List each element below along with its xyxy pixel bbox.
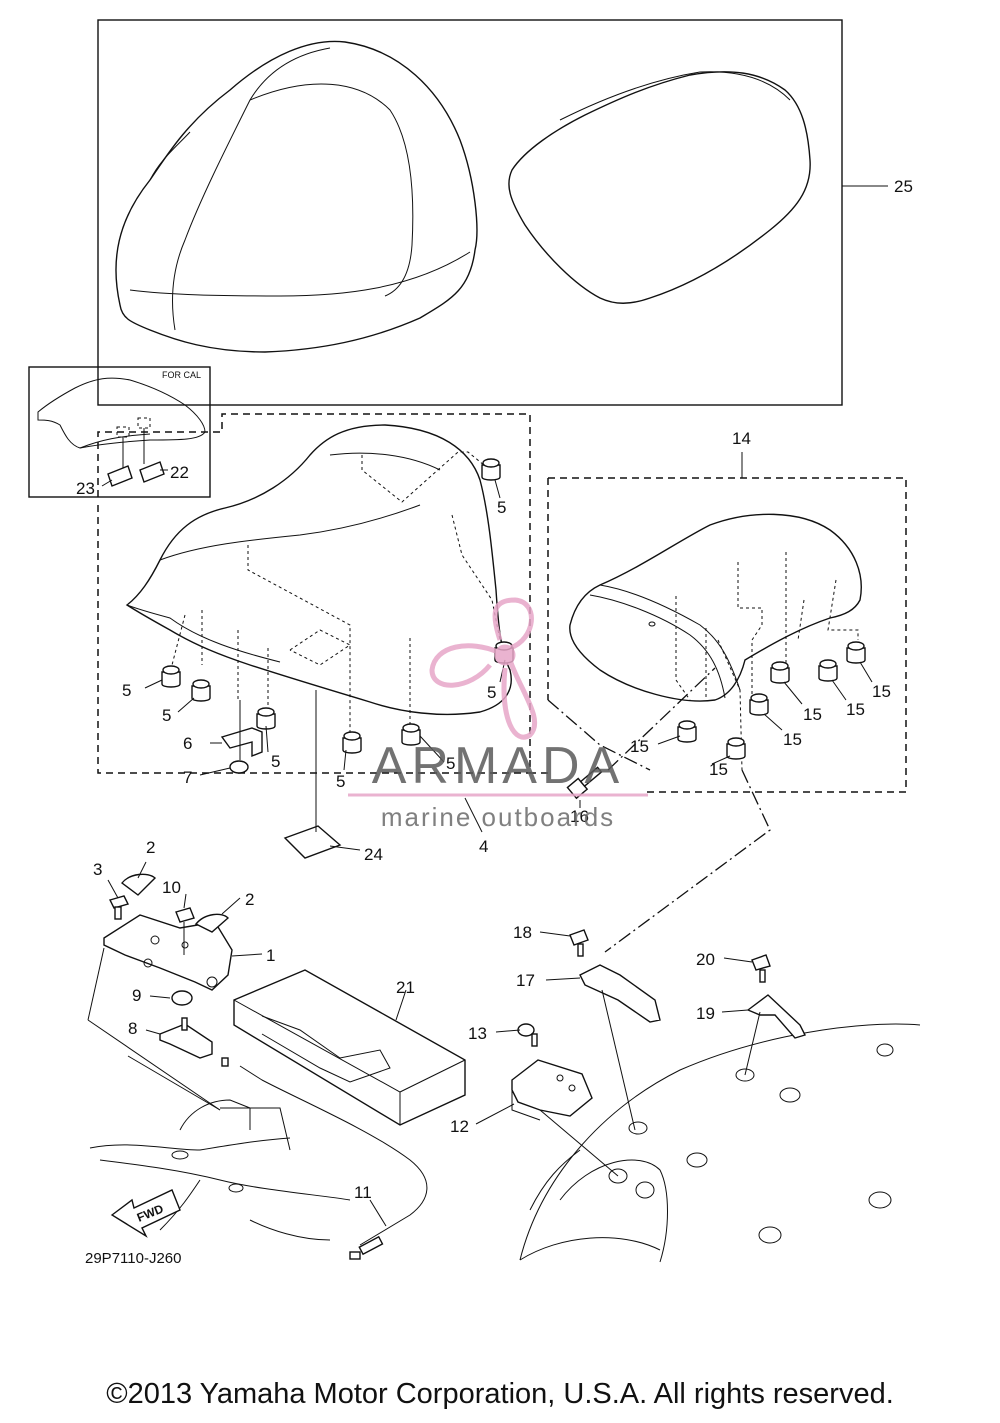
callout-15-b: 15	[846, 700, 865, 719]
bolt-18	[569, 929, 589, 957]
grommet-15-e	[677, 720, 697, 743]
bracket-8	[159, 1023, 213, 1059]
grommet-15-f	[726, 737, 746, 760]
copyright-notice: ©2013 Yamaha Motor Corporation, U.S.A. A…	[106, 1378, 894, 1410]
grommet-15-a	[846, 641, 866, 664]
callout-7: 7	[183, 768, 192, 787]
callout-16: 16	[570, 807, 589, 826]
nut-5-d	[256, 707, 276, 730]
callout-6: 6	[183, 734, 192, 753]
washer-9	[171, 990, 193, 1006]
watermark-brand: ARMADA	[372, 737, 624, 795]
bracket-12	[511, 1059, 593, 1117]
propeller-logo-icon	[429, 597, 538, 740]
callout-4: 4	[479, 837, 488, 856]
nut-5-c	[191, 679, 211, 702]
nut-5-a	[481, 458, 501, 481]
callout-15-a: 15	[872, 682, 891, 701]
callout-5-b: 5	[122, 681, 131, 700]
fwd-arrow-icon	[110, 1189, 181, 1238]
bracket-19	[746, 994, 806, 1039]
passenger-seat-assembly: 14 15 15 15 15 15 15	[547, 429, 907, 953]
bracket-17	[579, 964, 661, 1023]
frame-section: FWD 29P7110-J260	[85, 1099, 351, 1267]
callout-15-d: 15	[783, 730, 802, 749]
callout-11: 11	[354, 1183, 372, 1202]
callout-1: 1	[266, 946, 275, 965]
bolt-20	[751, 954, 771, 983]
callout-18: 18	[513, 923, 532, 942]
callout-13: 13	[468, 1024, 487, 1043]
callout-24: 24	[364, 845, 383, 864]
callout-2-a: 2	[146, 838, 155, 857]
callout-10: 10	[162, 878, 181, 897]
callout-23: 23	[76, 479, 95, 498]
label-24	[283, 825, 342, 859]
bolt-13	[517, 1023, 538, 1047]
callout-15-e: 15	[630, 737, 649, 756]
callout-5-f: 5	[446, 754, 455, 773]
callout-25: 25	[894, 177, 913, 196]
nut-5-e	[342, 731, 362, 754]
watermark-tagline: marine outboards	[381, 802, 615, 832]
armada-watermark: ARMADA marine outboards	[348, 597, 648, 832]
callout-19: 19	[696, 1004, 715, 1023]
callout-5-e: 5	[336, 772, 345, 791]
grommet-15-b	[818, 659, 838, 682]
callout-8: 8	[128, 1019, 137, 1038]
pad-2-a	[121, 873, 157, 896]
callout-12: 12	[450, 1117, 469, 1136]
callout-5-c: 5	[162, 706, 171, 725]
callout-14: 14	[732, 429, 751, 448]
bolt-3	[108, 895, 130, 920]
callout-15-c: 15	[803, 705, 822, 724]
callout-20: 20	[696, 950, 715, 969]
nut-5-b	[161, 665, 181, 688]
seat-lock-cable-11: 11	[221, 1057, 428, 1260]
callout-9: 9	[132, 986, 141, 1005]
callout-2-b: 2	[245, 890, 254, 909]
nut-7	[229, 760, 249, 774]
nut-10	[175, 907, 195, 923]
callout-22: 22	[170, 463, 189, 482]
rider-seat-assembly: 5 5 5 5 5 5 5 6 7 24 4	[97, 413, 550, 864]
drawing-code: 29P7110-J260	[85, 1250, 181, 1267]
inset-label: FOR CAL	[162, 370, 201, 380]
rear-fender-section: 12 13 17 18 20 19	[450, 923, 921, 1263]
callout-21: 21	[396, 978, 415, 997]
callout-15-f: 15	[709, 760, 728, 779]
nut-5-f	[401, 723, 421, 746]
callout-5-d: 5	[271, 752, 280, 771]
grommet-15-c	[770, 661, 790, 684]
seat-cover-group: 25	[97, 19, 913, 406]
bracket-6	[220, 727, 263, 758]
callout-3: 3	[93, 860, 102, 879]
callout-5-a: 5	[497, 498, 506, 517]
callout-5-g: 5	[487, 683, 496, 702]
seat-bracket-assembly: 3 2 2 10 1 9 8	[87, 838, 275, 1111]
callout-17: 17	[516, 971, 535, 990]
grommet-15-d	[749, 693, 769, 716]
pad-2-b	[194, 913, 230, 933]
storage-tray-21: 21	[233, 969, 466, 1126]
bracket-1	[103, 914, 233, 991]
